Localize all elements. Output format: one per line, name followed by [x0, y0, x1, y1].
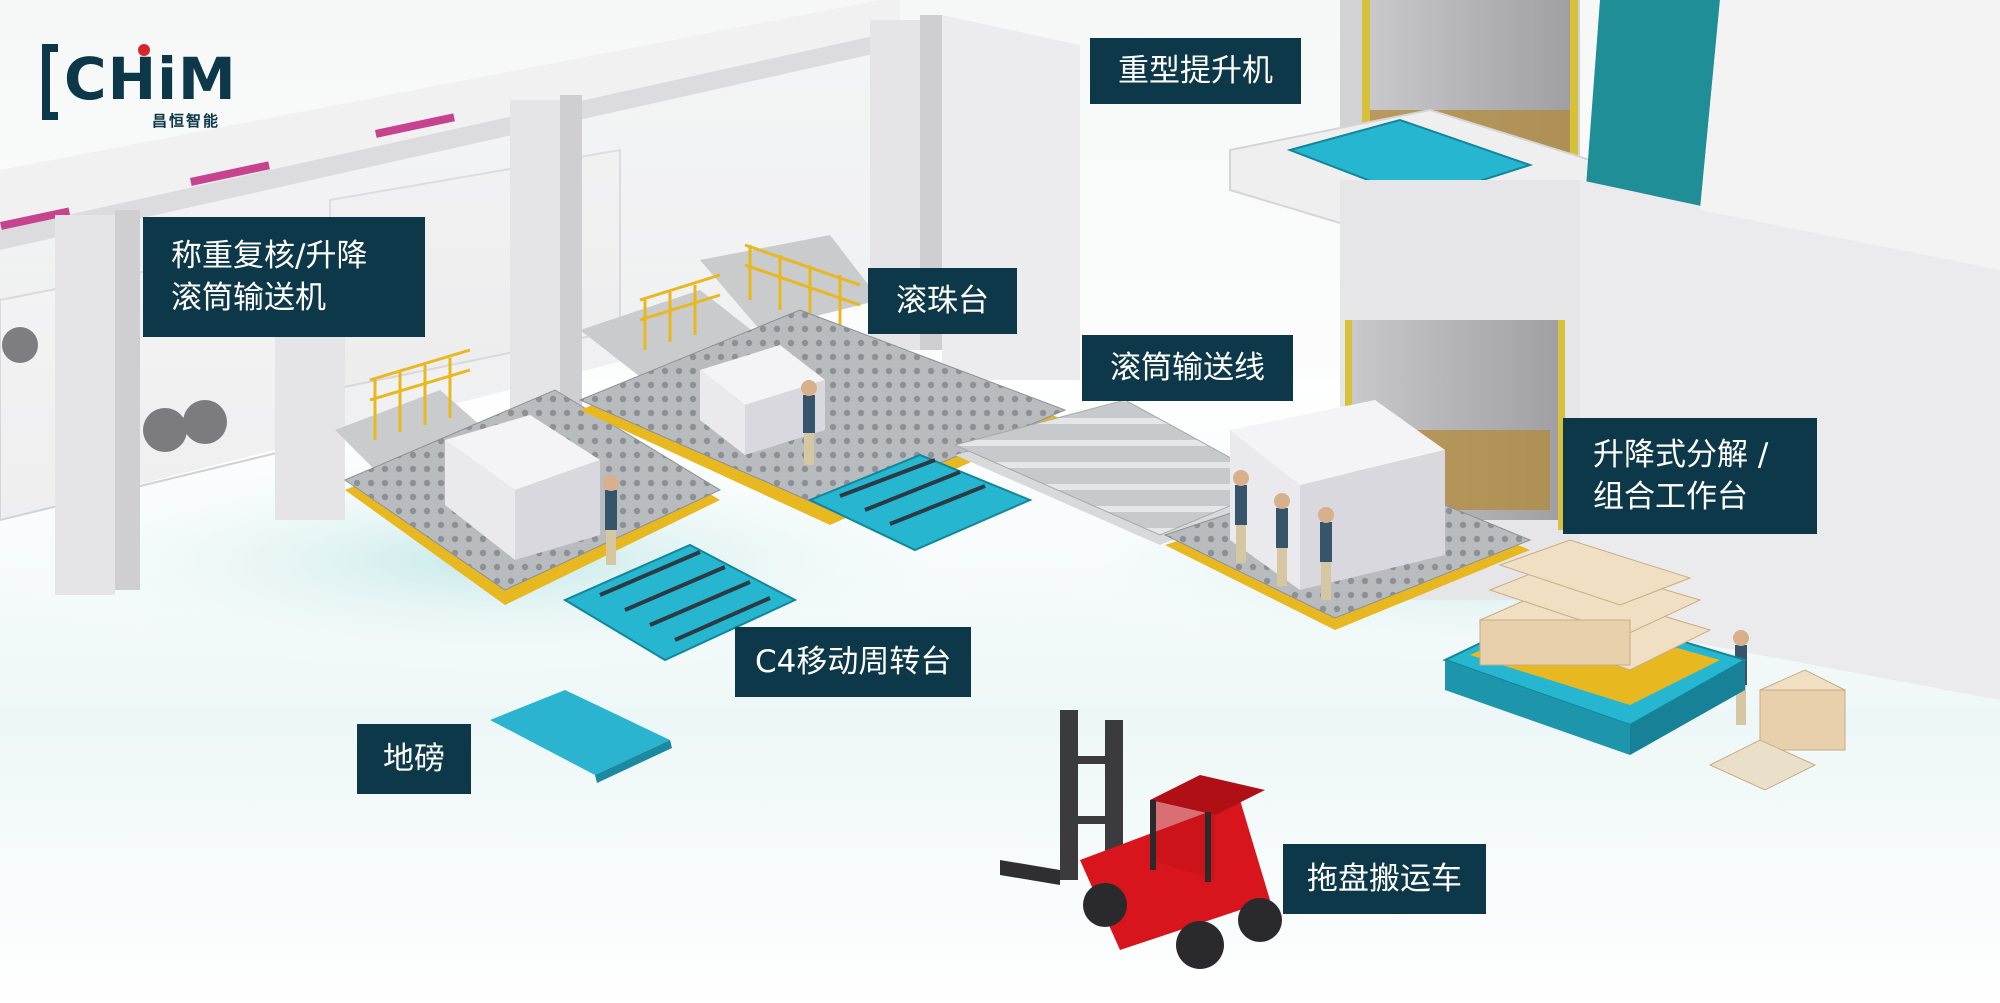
railings [369, 243, 861, 440]
label-heavy-lift: 重型提升机 [1090, 38, 1301, 104]
roof-stripe-1 [0, 207, 71, 230]
lift-shaft-top-frame-l [1362, 0, 1370, 175]
label-pallet-truck: 拖盘搬运车 [1283, 844, 1486, 914]
lift-shaft-top-frame-r [1570, 0, 1578, 175]
label-assembly-station-line-1: 升降式分解 / [1593, 437, 1769, 473]
container-3-top [1230, 400, 1445, 485]
container-1-front [445, 440, 515, 560]
cargo-boxes [1478, 539, 1712, 671]
wall-right-upper [1700, 0, 2000, 270]
logo-brand-cn: 昌恒智能 [152, 112, 221, 130]
label-c4-mobile: C4移动周转台 [735, 627, 972, 697]
floor-scale-plate [490, 690, 670, 775]
lift-shaft-lower-frame-r [1558, 320, 1565, 530]
logo-brand-text: CHiM [64, 45, 237, 113]
container-2-front [700, 370, 745, 455]
assembly-station-side [1445, 660, 1630, 755]
label-weighing-conveyor: 称重复核/升降 滚筒输送机 [143, 217, 425, 337]
c4-pallet-1 [562, 543, 798, 662]
pallet-stack-body [1759, 689, 1846, 751]
pillar-4-side [920, 15, 942, 350]
label-ball-table: 滚珠台 [868, 268, 1017, 334]
label-weighing-conveyor-line-2: 滚筒输送机 [171, 280, 326, 316]
container-2-top [700, 345, 825, 405]
ramp-top [700, 235, 880, 330]
label-assembly-station-line-2: 组合工作台 [1593, 479, 1748, 515]
label-assembly-station: 升降式分解 / 组合工作台 [1563, 418, 1817, 534]
assembly-station-side-r [1630, 660, 1745, 755]
pillar-1-side [115, 210, 140, 590]
teal-column-top [1585, 0, 1720, 210]
pillar-1 [55, 215, 115, 595]
container-1-side [515, 460, 600, 560]
label-weighing-conveyor-line-1: 称重复核/升降 [171, 238, 368, 274]
wall-left [0, 48, 900, 520]
floor-scale-edge [595, 740, 672, 783]
container-3-side [1300, 450, 1445, 590]
pillar-3-side [560, 95, 582, 425]
logo-dot-mark [138, 44, 150, 56]
pillar-3 [510, 100, 560, 430]
roof-trim [0, 30, 900, 250]
logo-bracket-mark [42, 44, 58, 120]
label-floor-scale: 地磅 [357, 724, 471, 794]
roof-stripe-2 [189, 161, 270, 186]
pillar-2 [275, 320, 345, 520]
roof-stripe-3 [375, 113, 455, 138]
c4-pallet-2-rollers [839, 458, 986, 526]
container-1-top [445, 415, 600, 490]
c4-pallet-2 [807, 453, 1033, 552]
c4-pallet-1-rollers [599, 550, 771, 642]
label-roller-line: 滚筒输送线 [1082, 335, 1293, 401]
company-logo: CHiM 昌恒智能 [42, 38, 252, 138]
empty-pallet [1708, 739, 1817, 791]
forklift [1000, 710, 1282, 969]
